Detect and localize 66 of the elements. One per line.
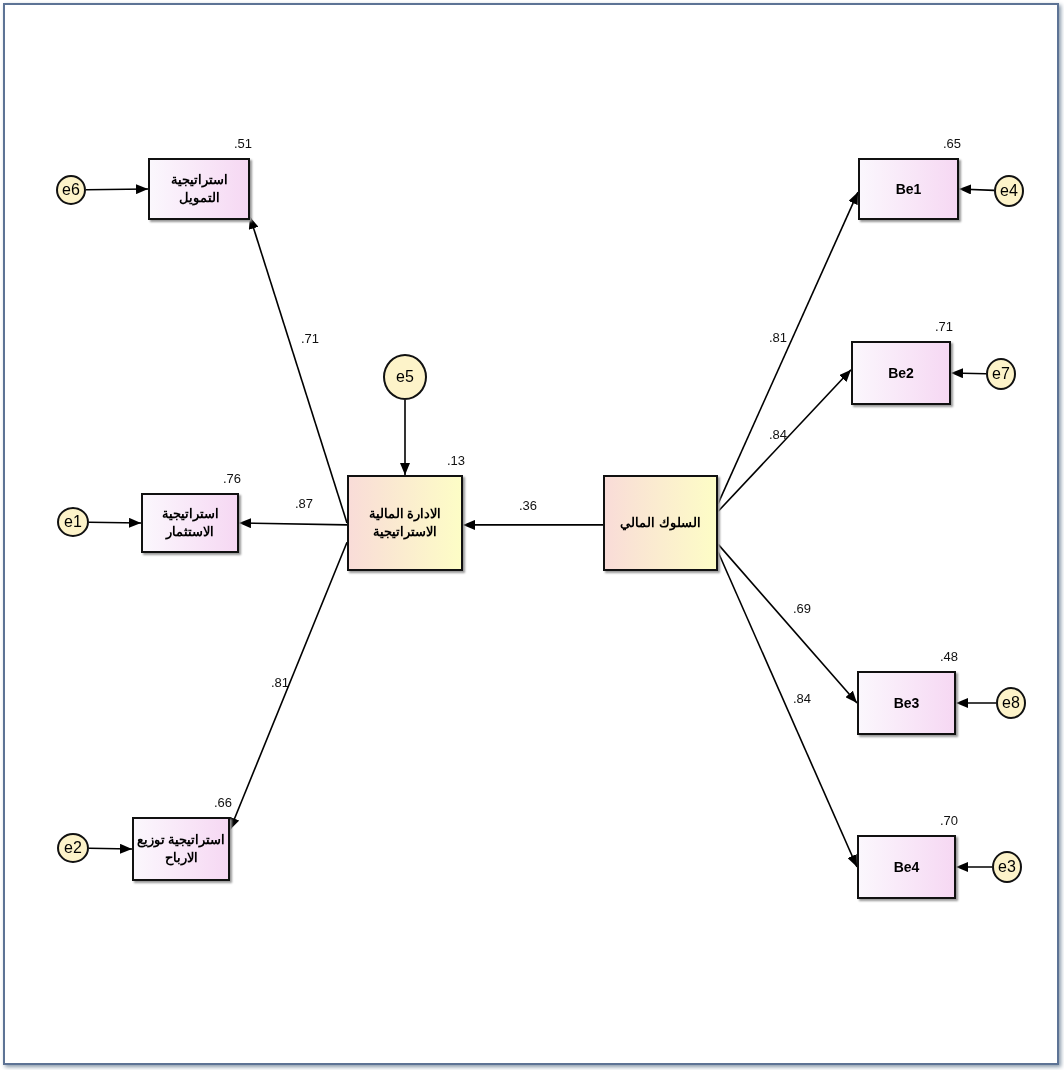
arrow — [229, 541, 348, 831]
observed-variable-box — [857, 671, 956, 735]
edge-label: .84 — [769, 427, 788, 442]
error-term-circle — [57, 833, 89, 863]
variable-label: e6 — [62, 181, 80, 199]
variable-label: e1 — [64, 513, 82, 531]
edge-label: .87 — [295, 496, 314, 511]
arrow — [85, 184, 149, 195]
variable-label: e2 — [64, 839, 82, 857]
arrow — [462, 519, 604, 530]
edge-label: .71 — [301, 331, 320, 346]
edge-label: .84 — [793, 691, 812, 706]
edge-label: .36 — [519, 498, 538, 513]
observed-variable-box — [858, 158, 959, 220]
latent-variable-box — [347, 475, 463, 571]
observed-variable-box — [141, 493, 239, 553]
latent-variable-box — [603, 475, 718, 571]
arrow — [717, 551, 858, 868]
observed-variable-box — [851, 341, 951, 405]
error-term-circle — [992, 851, 1022, 883]
arrow — [955, 862, 993, 872]
variable-label: استراتيجية الاستثمار — [160, 505, 220, 541]
variable-label: e4 — [1000, 182, 1018, 200]
observed-variable-box — [857, 835, 956, 899]
edge-label: .81 — [271, 675, 290, 690]
variable-label: استراتيجية التمويل — [169, 171, 229, 207]
r-squared-value: .66 — [214, 795, 233, 810]
variable-label: Be3 — [893, 693, 920, 713]
variable-label: e5 — [396, 368, 414, 386]
variable-label: Be2 — [888, 363, 914, 383]
variable-label: السلوك المالي — [620, 514, 701, 532]
edge-label: .69 — [793, 601, 812, 616]
variable-label: Be4 — [893, 857, 920, 877]
edge-label: .81 — [769, 330, 788, 345]
error-term-circle — [57, 507, 89, 537]
variable-label: e8 — [1002, 694, 1020, 712]
r-squared-value: .71 — [935, 319, 954, 334]
r-squared-value: .13 — [447, 453, 466, 468]
r-squared-value: .65 — [943, 136, 962, 151]
error-term-circle — [383, 354, 427, 400]
variable-label: استراتيجية توزيع الارباح — [135, 831, 227, 867]
arrow — [88, 517, 142, 528]
observed-variable-box — [132, 817, 230, 881]
observed-variable-box — [148, 158, 250, 220]
error-term-circle — [994, 175, 1024, 207]
variable-label: e3 — [998, 858, 1016, 876]
arrow — [400, 399, 410, 476]
variable-label: e7 — [992, 365, 1010, 383]
arrow — [248, 216, 348, 524]
r-squared-value: .70 — [940, 813, 959, 828]
arrow — [955, 698, 997, 708]
arrow — [950, 368, 987, 379]
variable-label: Be1 — [895, 179, 922, 199]
arrow — [238, 518, 348, 529]
arrow — [717, 543, 858, 704]
error-term-circle — [996, 687, 1026, 719]
r-squared-value: .76 — [223, 471, 242, 486]
arrow — [958, 184, 995, 195]
variable-label: الادارة المالية الاستراتيجية — [367, 505, 443, 541]
arrow — [717, 191, 859, 505]
error-term-circle — [56, 175, 86, 205]
error-term-circle — [986, 358, 1016, 390]
r-squared-value: .51 — [234, 136, 253, 151]
arrow — [88, 843, 133, 854]
r-squared-value: .48 — [940, 649, 959, 664]
arrow — [717, 369, 852, 513]
